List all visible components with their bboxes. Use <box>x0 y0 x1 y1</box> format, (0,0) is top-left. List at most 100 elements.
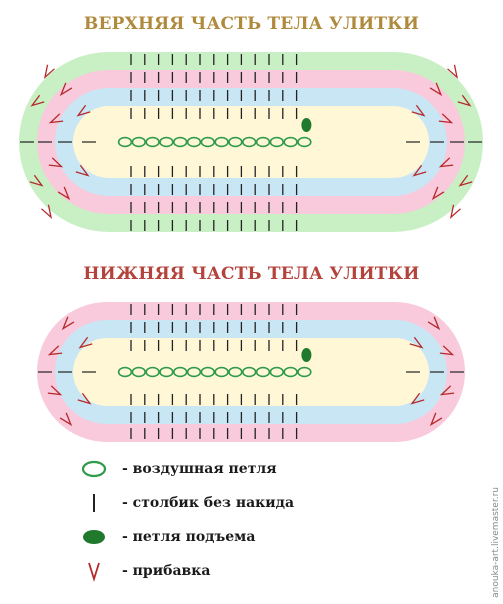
chain-loop <box>131 136 147 148</box>
increase-right <box>411 104 426 117</box>
increase-left <box>48 113 64 124</box>
increase-mark <box>43 64 55 79</box>
chain-loop <box>145 366 160 378</box>
increase-mark <box>76 104 91 117</box>
chain-loop <box>200 366 216 378</box>
chain-loop <box>159 136 174 148</box>
increase-right <box>427 316 441 331</box>
legend-label-stitch: - столбик без накида <box>122 495 295 511</box>
legend-label-increase: - прибавка <box>122 563 211 579</box>
increase-mark <box>61 316 75 331</box>
ring-4 <box>73 106 429 178</box>
legend-item-lift: - петля подъема <box>72 520 402 554</box>
chain-icon <box>81 460 107 478</box>
legend: - воздушная петля - столбик без накида -… <box>72 452 402 588</box>
legend-label-chain: - воздушная петля <box>122 461 277 477</box>
increase-right <box>409 336 424 349</box>
increase-left <box>47 385 63 396</box>
increase-mark <box>78 336 93 349</box>
increase-right <box>438 157 454 168</box>
lift-loop <box>301 348 312 362</box>
diagram-bottom-body <box>37 302 465 442</box>
increase-left <box>76 104 91 117</box>
chain-loop <box>117 136 133 148</box>
chain-loop <box>131 366 147 378</box>
chain-loop <box>269 136 284 148</box>
chain-loop <box>186 136 202 148</box>
increase-left <box>29 174 44 187</box>
lift-loop-icon <box>83 530 105 544</box>
increase-mark <box>458 174 473 187</box>
increase-mark <box>439 345 455 356</box>
increase-mark <box>48 157 64 168</box>
increase-mark <box>447 64 459 79</box>
increase-mark <box>47 385 63 396</box>
increase-mark <box>47 345 63 356</box>
increase-mark <box>57 186 71 201</box>
chain-loop <box>242 366 257 378</box>
increase-mark <box>75 164 90 177</box>
increase-left <box>59 82 73 97</box>
chain-loop <box>200 136 216 148</box>
increase-left <box>78 336 93 349</box>
legend-label-lift: - петля подъема <box>122 529 256 545</box>
increase-mark <box>59 82 73 97</box>
increase-mark <box>410 392 425 405</box>
stitch-icon <box>93 494 95 512</box>
increase-mark <box>59 412 73 427</box>
increase-left <box>30 94 45 107</box>
increase-right <box>431 186 445 201</box>
watermark: anouka-art.livemaster.ru <box>491 487 501 598</box>
chain-loop <box>297 136 312 148</box>
chain-loop <box>173 366 188 378</box>
increase-mark <box>409 336 424 349</box>
chain-loop <box>173 136 188 148</box>
increase-left <box>47 345 63 356</box>
increase-mark <box>41 204 53 219</box>
increase-icon <box>88 562 100 583</box>
title-bottom: НИЖНЯЯ ЧАСТЬ ТЕЛА УЛИТКИ <box>83 264 420 284</box>
increase-right <box>410 392 425 405</box>
chain-loop <box>255 136 271 148</box>
chain-loop <box>145 136 160 148</box>
title-top: ВЕРХНЯЯ ЧАСТЬ ТЕЛА УЛИТКИ <box>83 14 420 34</box>
lift-loop <box>301 118 312 132</box>
increase-mark <box>77 392 92 405</box>
increase-mark <box>30 94 45 107</box>
diagram-top-body <box>19 52 483 232</box>
chain-loop <box>159 366 174 378</box>
increase-left <box>61 316 75 331</box>
chain-loop <box>117 366 133 378</box>
chain-loop <box>242 136 257 148</box>
increase-mark <box>429 82 443 97</box>
increase-right <box>447 64 459 79</box>
chain-loop <box>186 366 202 378</box>
increase-right <box>457 94 472 107</box>
increase-left <box>59 412 73 427</box>
increase-mark <box>429 412 443 427</box>
increase-mark <box>457 94 472 107</box>
increase-right <box>412 164 427 177</box>
chain-loop <box>228 136 243 148</box>
ring-3 <box>73 338 429 406</box>
chain-loop <box>283 366 298 378</box>
increase-mark <box>29 174 44 187</box>
increase-mark <box>438 113 454 124</box>
increase-mark <box>431 186 445 201</box>
increase-mark <box>48 113 64 124</box>
increase-mark <box>438 157 454 168</box>
increase-mark <box>412 164 427 177</box>
legend-item-chain: - воздушная петля <box>72 452 402 486</box>
increase-right <box>439 385 455 396</box>
legend-item-increase: - прибавка <box>72 554 402 588</box>
increase-right <box>458 174 473 187</box>
chain-loop <box>214 366 229 378</box>
chain-loop <box>269 366 284 378</box>
increase-right <box>438 113 454 124</box>
increase-left <box>57 186 71 201</box>
chain-loop <box>297 366 312 378</box>
increase-mark <box>427 316 441 331</box>
increase-right <box>429 82 443 97</box>
increase-left <box>41 204 53 219</box>
chain-loop <box>283 136 298 148</box>
